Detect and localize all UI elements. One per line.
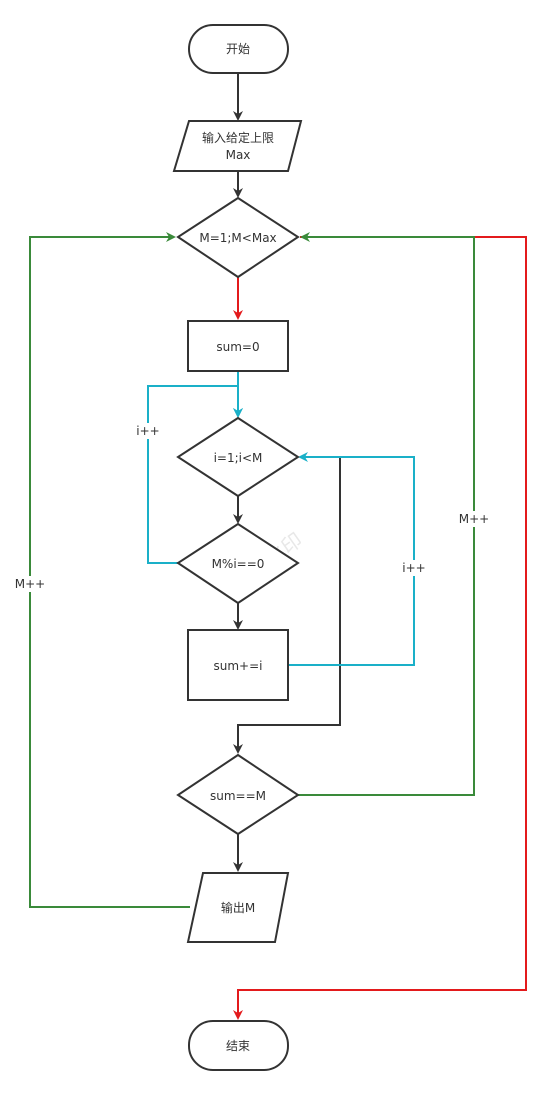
edge-sum-check-back-to-loop-m xyxy=(298,232,475,796)
node-init-sum-label: sum=0 xyxy=(216,340,259,354)
edge-label-left-i-inc: i++ xyxy=(136,424,159,438)
edge-label-bg-right-i xyxy=(400,560,428,576)
node-mod-check-label: M%i==0 xyxy=(212,557,265,571)
node-start: 开始 xyxy=(188,24,289,74)
node-output-label: 输出M xyxy=(221,900,255,915)
edge-output-back-to-loop-m xyxy=(29,232,190,908)
node-input-label-line1: 输入给定上限 xyxy=(202,130,274,145)
edge-label-bg-right-m xyxy=(456,511,492,527)
node-mod-check: M%i==0 xyxy=(176,522,300,605)
edge-add-back-to-loop-i xyxy=(288,452,415,666)
edge-label-right-i-inc: i++ xyxy=(402,561,425,575)
node-loop-m-label: M=1;M<Max xyxy=(199,231,276,245)
node-add-sum-label: sum+=i xyxy=(214,659,263,673)
edge-mod-back-to-loop-i xyxy=(147,385,243,564)
node-output: 输出M xyxy=(186,872,290,943)
edge-label-left-m-inc: M++ xyxy=(15,577,45,591)
node-input: 输入给定上限 Max xyxy=(172,120,303,172)
node-sum-check: sum==M xyxy=(176,753,300,836)
node-loop-i-label: i=1;i<M xyxy=(214,451,263,465)
edge-label-bg-left-m xyxy=(12,576,48,592)
node-sum-check-label: sum==M xyxy=(210,789,266,803)
node-init-sum: sum=0 xyxy=(187,320,289,372)
node-end: 结束 xyxy=(188,1020,289,1071)
node-add-sum: sum+=i xyxy=(187,629,289,701)
node-loop-m: M=1;M<Max xyxy=(176,196,300,279)
edge-loop-i-exit-to-sum-check xyxy=(233,457,341,754)
edge-label-bg-left-i xyxy=(134,423,162,439)
node-end-label: 结束 xyxy=(226,1039,250,1053)
node-start-label: 开始 xyxy=(226,42,250,56)
edge-label-right-m-inc: M++ xyxy=(459,512,489,526)
node-input-label-line2: Max xyxy=(226,148,251,162)
node-loop-i: i=1;i<M xyxy=(176,416,300,498)
